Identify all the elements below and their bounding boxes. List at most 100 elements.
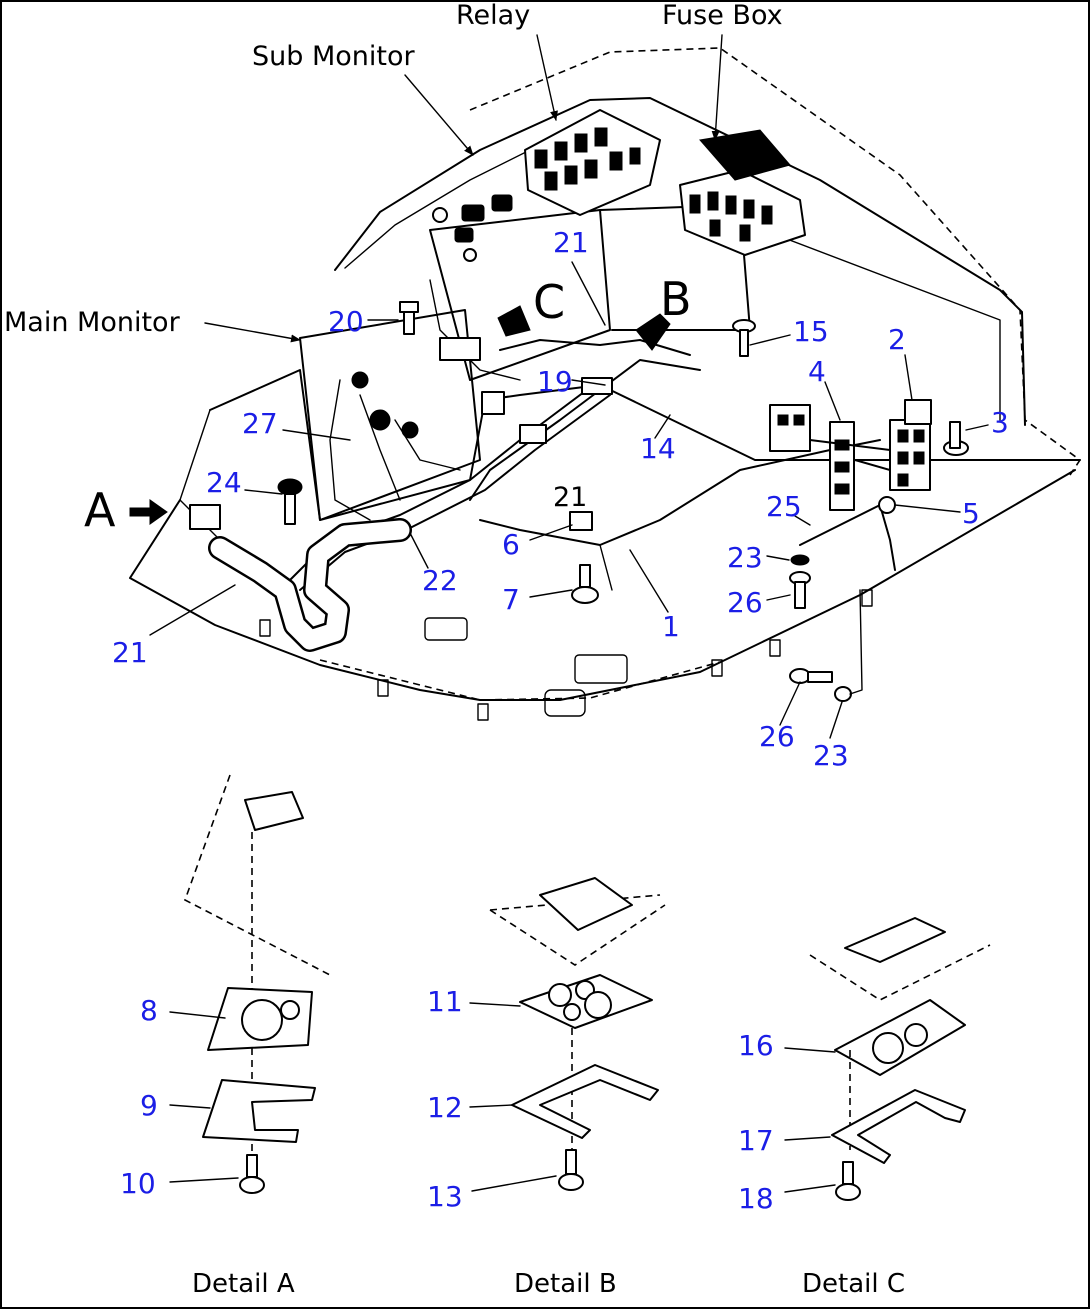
part-number: 7 (502, 583, 520, 616)
part-number: 1 (662, 610, 680, 643)
bolt-15 (732, 319, 756, 357)
clamp-lead (599, 544, 613, 591)
view-arrows (129, 305, 671, 525)
detail-b-drawing (489, 877, 666, 1191)
sub-monitor-connectors (432, 194, 513, 262)
component-labels: Relay Fuse Box Sub Monitor Main Monitor (4, 0, 783, 338)
housing-edge (344, 134, 561, 269)
detail-a-panel (184, 774, 331, 976)
rear-housing-outline (469, 47, 1082, 476)
part-number: 2 (888, 323, 906, 356)
wire (809, 439, 891, 451)
part-number: 21 (553, 226, 589, 259)
part-number: 24 (206, 466, 242, 499)
harness-upper (499, 339, 691, 356)
fasteners (277, 301, 969, 702)
part-number: 20 (328, 305, 364, 338)
detail-c-panel (809, 944, 991, 1001)
housing-edge-right (749, 224, 1001, 421)
arrow-c-icon (497, 305, 531, 337)
bolt-26 (789, 571, 811, 609)
main-monitor-label: Main Monitor (4, 307, 181, 338)
connector-a (189, 504, 221, 530)
tab-small (861, 589, 873, 607)
tab-small (711, 659, 723, 677)
gasket-12 (511, 1064, 659, 1139)
center-box-right (599, 204, 751, 331)
clamp (519, 424, 547, 444)
part-number: 8 (140, 994, 158, 1027)
clamps (189, 337, 613, 531)
fuse-box-label: Fuse Box (662, 0, 783, 31)
tab-small (477, 703, 489, 721)
bolt-26-lower (789, 668, 833, 684)
arrow-b-icon (635, 313, 671, 351)
ground-lead (849, 589, 863, 695)
part-number: 26 (727, 586, 763, 619)
relay-label: Relay (456, 0, 530, 31)
part-number: 3 (991, 406, 1009, 439)
fuse-box (679, 129, 806, 256)
harness-loop (469, 359, 701, 501)
part-number: 14 (640, 432, 676, 465)
detail-c-drawing (809, 917, 991, 1201)
platform-underside (319, 659, 721, 701)
detail-a-opening (244, 791, 304, 831)
clamp-6 (569, 511, 593, 531)
part-number: 4 (808, 355, 826, 388)
view-c-letter: C (533, 275, 565, 329)
gasket-9 (202, 1079, 316, 1143)
detail-a-label: Detail A (192, 1269, 295, 1299)
bolt-13 (558, 1149, 584, 1191)
part-number: 21 (553, 482, 587, 513)
view-b-letter: B (660, 272, 692, 326)
detail-c-opening (844, 917, 946, 963)
part-number: 12 (427, 1091, 463, 1124)
access-plate (574, 654, 628, 684)
bolt-24 (277, 478, 303, 525)
part-number: 16 (738, 1029, 774, 1062)
part-number: 5 (962, 497, 980, 530)
detail-b-opening (539, 877, 633, 931)
detail-a-drawing (184, 774, 331, 1194)
connector-top (904, 399, 932, 425)
ground-strap-25 (799, 504, 896, 571)
part-number: 6 (502, 528, 520, 561)
bolt-18 (835, 1161, 861, 1201)
part-number: 22 (422, 564, 458, 597)
access-slot (424, 617, 468, 641)
tab-small (769, 639, 781, 657)
part-number: 19 (537, 365, 573, 398)
part-number: 21 (112, 636, 148, 669)
conduit-hose (208, 518, 412, 652)
bolt-3 (943, 421, 969, 456)
part-number: 27 (242, 407, 278, 440)
part-number: 23 (727, 541, 763, 574)
clamp-19 (581, 377, 613, 395)
harness-monitor-left-b (359, 394, 401, 501)
bolt-20 (399, 301, 419, 335)
connector-assembly-right (769, 399, 932, 571)
tab-small (377, 679, 389, 697)
harness-main-b (299, 394, 611, 591)
leader-lines (149, 34, 989, 1193)
part-number: 9 (140, 1089, 158, 1122)
gasket-17 (831, 1089, 966, 1164)
part-number: 11 (427, 985, 463, 1018)
part-number: 10 (120, 1167, 156, 1200)
part-number: 15 (793, 315, 829, 348)
relay-small (769, 404, 811, 452)
sub-monitor-label: Sub Monitor (252, 41, 416, 72)
mount-tab (544, 689, 586, 717)
view-a-letter: A (84, 483, 116, 537)
relay-block (524, 109, 661, 216)
view-arrow-letters: A C B (84, 272, 692, 537)
bracket (439, 337, 481, 361)
center-box-left (429, 209, 611, 381)
part-numbers: 1 2 3 4 5 6 7 8 9 10 11 12 13 14 15 16 1… (112, 226, 1009, 1215)
nut-23 (834, 686, 852, 702)
platform-front-edge (129, 469, 1076, 701)
